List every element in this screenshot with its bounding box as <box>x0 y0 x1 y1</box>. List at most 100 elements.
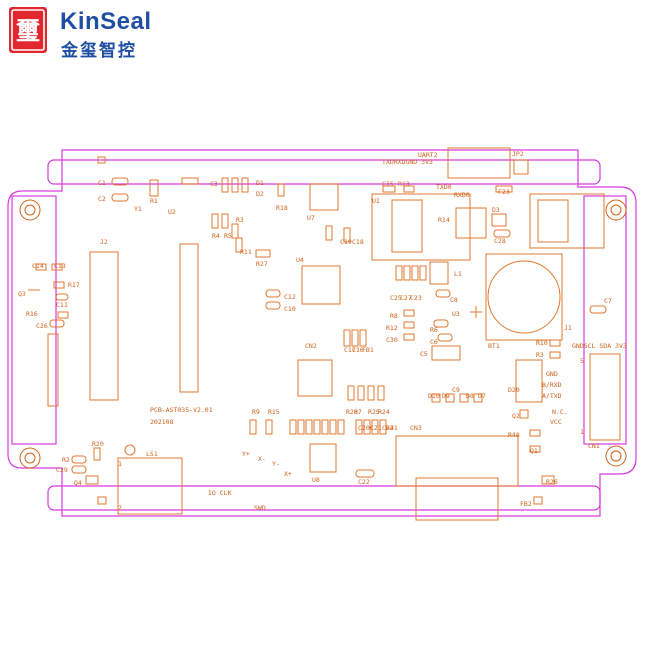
ref-cn3: CN3 <box>410 424 422 432</box>
ref-r17: R17 <box>68 281 80 289</box>
ref-c9: C9 <box>452 386 460 394</box>
ref-c1: C1 <box>98 179 106 187</box>
brxd-pin-label: B/RXD <box>542 381 562 389</box>
ref-c7: C7 <box>604 297 612 305</box>
ref-r7: R7 <box>354 408 362 416</box>
ref-r2: R2 <box>62 456 70 464</box>
ref-d2: D2 <box>256 190 264 198</box>
ref-c10: C10 <box>284 305 296 313</box>
ref-r26: R26 <box>546 478 558 486</box>
ref-fb1: FB1 <box>362 346 374 354</box>
ref-c6: C6 <box>430 338 438 346</box>
ref-r3: R3 <box>536 351 544 359</box>
board-id-label: PCB-AST035-V2.01 <box>150 406 213 414</box>
ref-u3: U3 <box>452 310 460 318</box>
ref-j1: J1 <box>564 324 572 332</box>
pin-5-label: 5 <box>580 357 584 365</box>
ref-c20: C20 <box>358 424 370 432</box>
ref-bt1: BT1 <box>488 342 500 350</box>
ref-d20: D20 <box>508 386 520 394</box>
ref-r5: R5 <box>224 232 232 240</box>
silkscreen-labels: UART2 TXDRXDGND 3V3 JP2 TXD0 RXD0 C1 C2 … <box>18 150 627 512</box>
brand-name: KinSeal <box>60 8 152 35</box>
ref-r1: R1 <box>150 197 158 205</box>
touch-ym-label: Y- <box>272 460 280 468</box>
ref-r3a: R3 <box>236 216 244 224</box>
ref-c26: C26 <box>36 322 48 330</box>
ref-r27: R27 <box>256 260 268 268</box>
ref-r23: R23 <box>346 408 358 416</box>
ref-q3: Q3 <box>18 290 26 298</box>
ref-c29: C29 <box>56 466 68 474</box>
ref-r48: R48 <box>508 431 520 439</box>
ref-d9: D9 <box>442 392 450 400</box>
ref-y1: Y1 <box>134 205 142 213</box>
atxd-pin-label: A/TXD <box>542 392 562 400</box>
ref-c21: C21 <box>370 424 382 432</box>
ref-r6: R6 <box>430 326 438 334</box>
touch-yp-label: Y+ <box>242 450 250 458</box>
ref-cn1: CN1 <box>588 442 600 450</box>
ref-cn2: CN2 <box>305 342 317 350</box>
seal-glyph: 璽 <box>16 16 40 45</box>
ref-u1: U1 <box>372 197 380 205</box>
jp2-label: JP2 <box>512 150 524 158</box>
ref-q1: Q1 <box>530 447 538 455</box>
ref-r25: R25 <box>368 408 380 416</box>
nc-pin-label: N.C. <box>552 408 568 416</box>
ref-ls1: LS1 <box>146 450 158 458</box>
ref-c28: C28 <box>494 237 506 245</box>
io-clk-label: IO CLK <box>208 489 232 497</box>
ref-r10: R10 <box>536 339 548 347</box>
ref-c3: C3 <box>210 180 218 188</box>
uart2-pin-labels: TXDRXDGND 3V3 <box>382 158 433 166</box>
ref-c24: C24 <box>382 424 394 432</box>
pin-1-label: 1 <box>580 428 584 436</box>
ref-r15: R15 <box>268 408 280 416</box>
ref-r20: R20 <box>92 440 104 448</box>
ref-j2: J2 <box>100 238 108 246</box>
ref-d1: D1 <box>256 179 264 187</box>
ref-u4: U4 <box>296 256 304 264</box>
ref-r8: R8 <box>390 312 398 320</box>
ref-c17: C17 <box>344 346 356 354</box>
ref-d7: D7 <box>478 392 486 400</box>
ref-r18: R18 <box>276 204 288 212</box>
ref-r24: R24 <box>378 408 390 416</box>
ref-l1: L1 <box>454 270 462 278</box>
ref-q4: Q4 <box>74 479 82 487</box>
ref-u2: U2 <box>168 208 176 216</box>
ref-r21: R21 <box>386 424 398 432</box>
ref-c13: C13 <box>54 262 66 270</box>
ref-c27: C27 <box>400 294 412 302</box>
brand-logo: 璽 KinSeal 金玺智控 <box>8 6 168 61</box>
ls1-pin-2-label: 2 <box>118 504 122 512</box>
ref-c15: C15 <box>382 180 394 188</box>
ref-u8: U8 <box>312 476 320 484</box>
ref-c11: C11 <box>56 301 68 309</box>
seal-icon: 璽 <box>9 7 47 53</box>
gnd-pin-label: GND <box>546 370 558 378</box>
rxd0-label: RXD0 <box>454 191 470 199</box>
ref-r16: R16 <box>26 310 38 318</box>
ref-r4: R4 <box>212 232 220 240</box>
ls1-pin-1-label: 1 <box>118 460 122 468</box>
uart2-label: UART2 <box>418 151 438 159</box>
ref-d10: D10 <box>428 392 440 400</box>
txd0-label: TXD0 <box>436 183 452 191</box>
swd-label: SWD <box>254 504 266 512</box>
silkscreen <box>28 147 621 521</box>
ref-c2: C2 <box>98 195 106 203</box>
ref-c8: C8 <box>450 296 458 304</box>
ref-c30: C30 <box>386 336 398 344</box>
ref-r13: R13 <box>398 180 410 188</box>
vcc-pin-label: VCC <box>550 418 562 426</box>
date-code-label: 202108 <box>150 418 174 426</box>
touch-xm-label: X- <box>258 455 266 463</box>
mounting-holes <box>19 199 627 469</box>
ref-r11: R11 <box>240 248 252 256</box>
touch-xp-label: X+ <box>284 470 292 478</box>
ref-q2: Q2 <box>512 412 520 420</box>
ref-fb2: FB2 <box>520 500 532 508</box>
